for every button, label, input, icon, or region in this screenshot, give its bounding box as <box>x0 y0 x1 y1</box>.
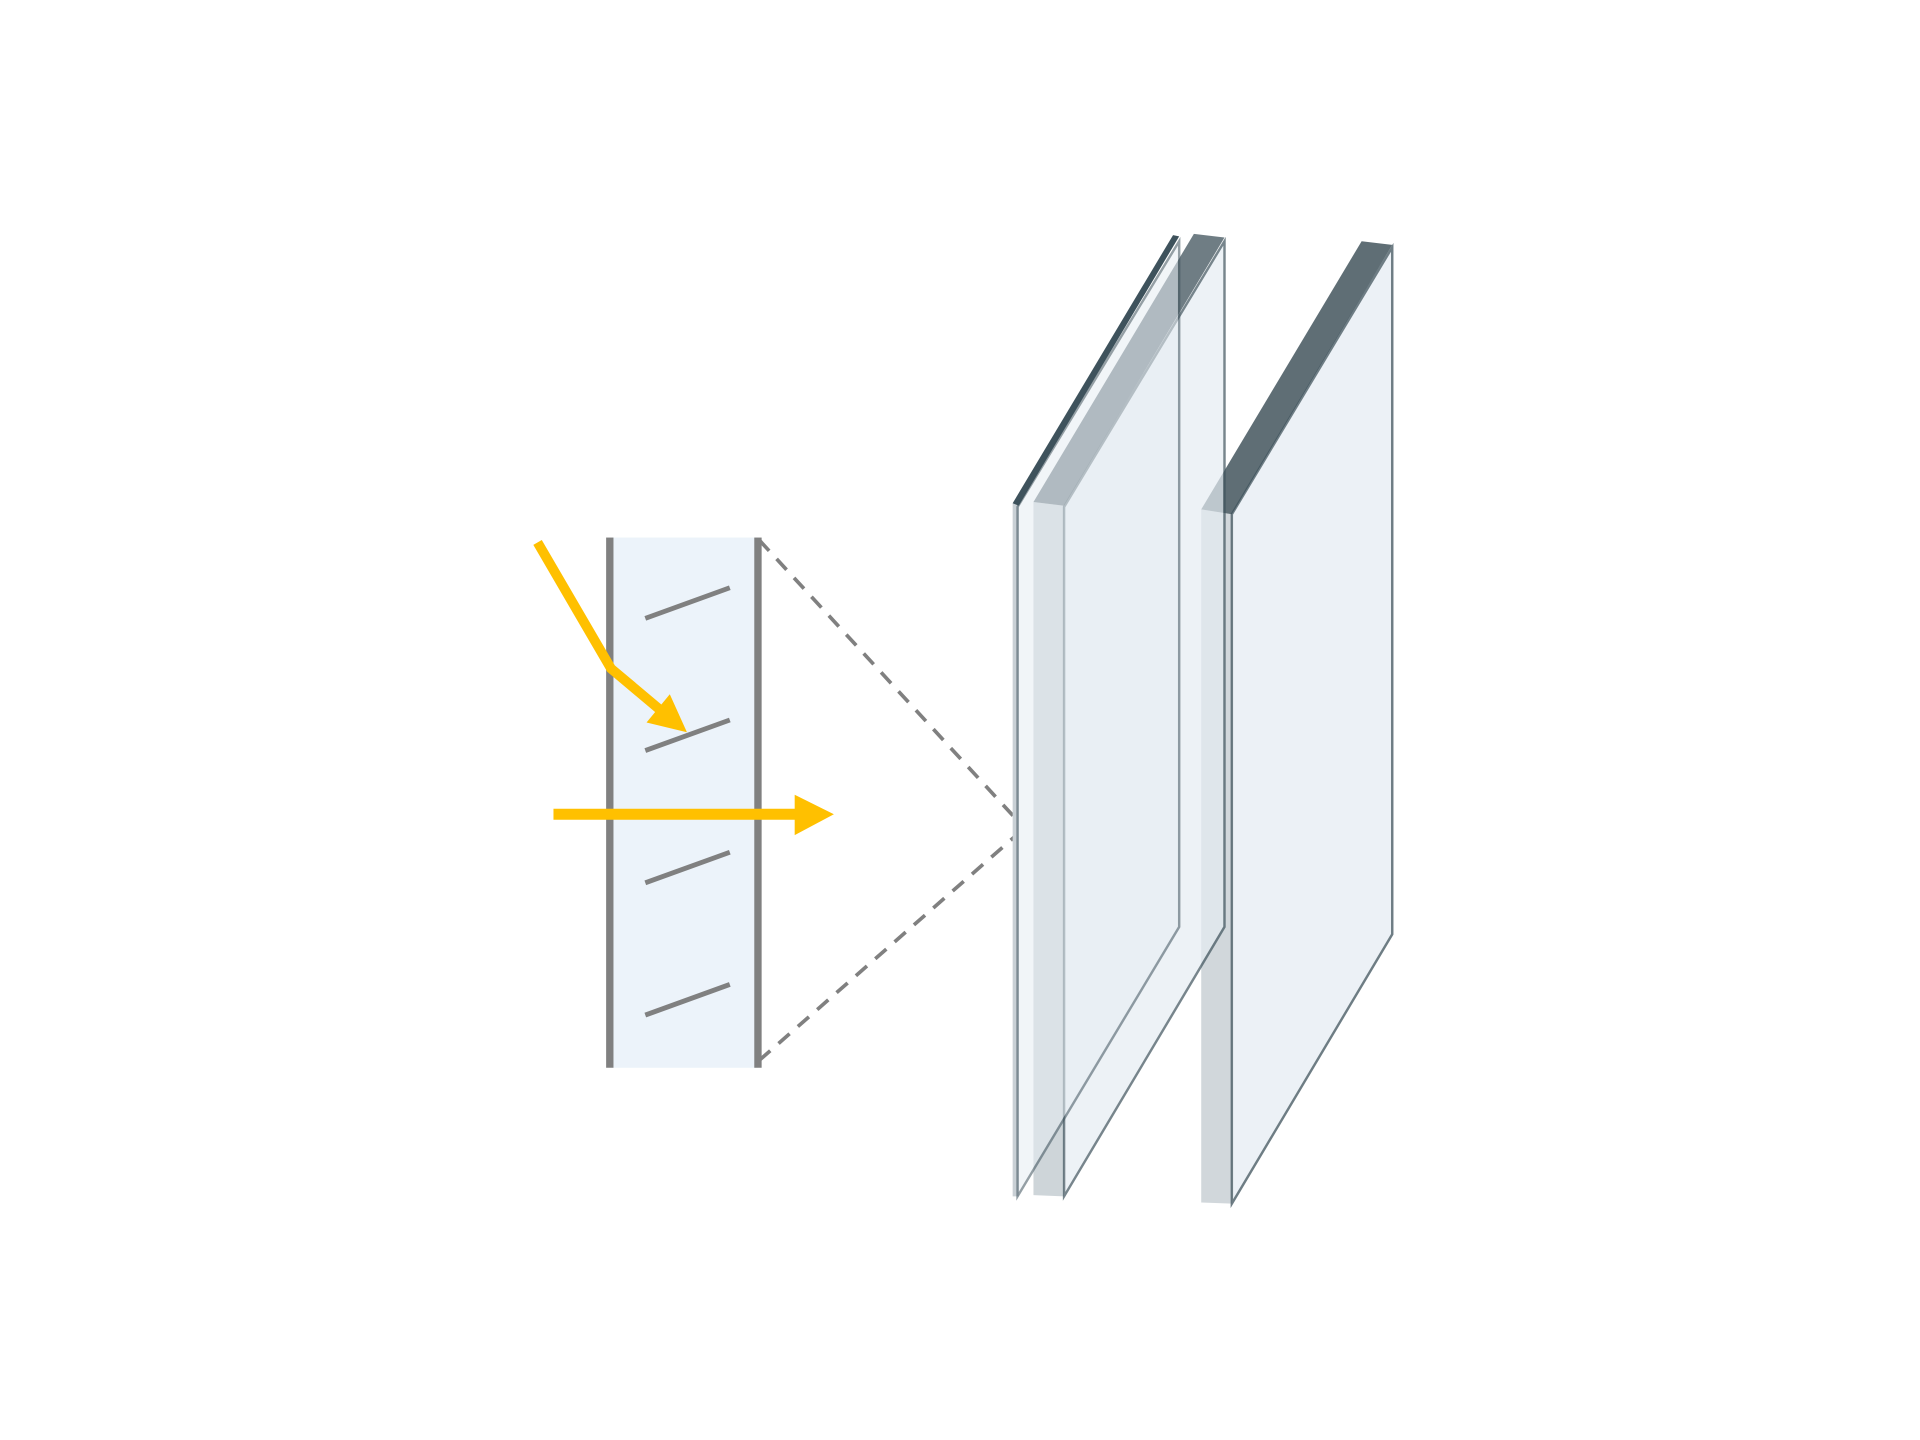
blind-left-frame <box>606 537 614 1068</box>
incident-ray-line <box>533 539 669 718</box>
magnification-lines <box>757 538 1017 1062</box>
slat <box>644 585 731 621</box>
pane-face <box>1230 242 1394 1209</box>
dashed-line-top <box>757 538 1017 820</box>
transmitted-light-ray <box>553 794 834 836</box>
blind-panel <box>612 537 758 1068</box>
pane-top <box>1012 235 1180 506</box>
slat <box>644 849 731 886</box>
glass-pane-3 <box>1201 241 1394 1209</box>
pane-top <box>1201 241 1393 515</box>
pane-face <box>1016 236 1181 1201</box>
slat <box>644 717 731 753</box>
blind-section <box>606 537 762 1068</box>
incident-ray-arrowhead <box>646 694 687 733</box>
slat <box>644 982 731 1018</box>
glass-pane-1 <box>1012 235 1181 1201</box>
transmitted-ray-arrowhead <box>794 794 834 836</box>
dashed-line-bottom <box>757 834 1017 1062</box>
incident-light-ray <box>533 539 687 733</box>
blind-right-frame <box>754 537 762 1068</box>
